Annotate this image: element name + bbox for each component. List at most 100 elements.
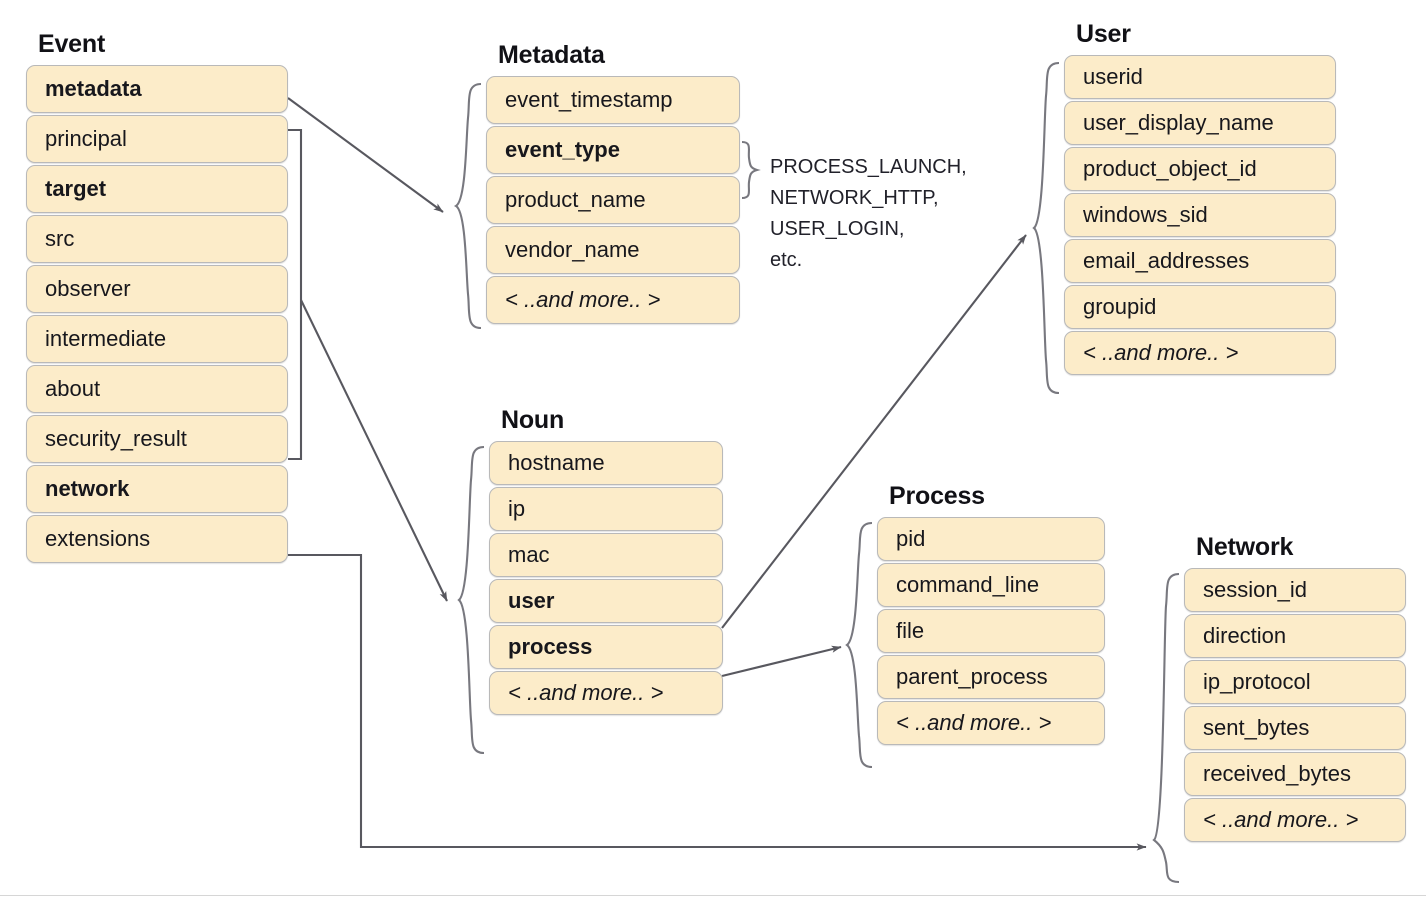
field-event-principal[interactable]: principal bbox=[26, 115, 288, 163]
connector-metadata-to-metadata bbox=[287, 97, 444, 213]
field-user-userid[interactable]: userid bbox=[1064, 55, 1336, 99]
metadata-group-brace bbox=[453, 82, 482, 330]
event-type-values-brace bbox=[741, 140, 761, 200]
field-list-event: metadata principal target src observer i… bbox=[26, 65, 288, 563]
field-label: < ..and more.. > bbox=[505, 287, 661, 312]
group-title-event: Event bbox=[38, 30, 106, 58]
field-network-sent-bytes[interactable]: sent_bytes bbox=[1184, 706, 1406, 750]
field-label: mac bbox=[508, 542, 550, 567]
field-label: principal bbox=[45, 126, 127, 151]
process-group-brace bbox=[845, 521, 873, 769]
field-noun-user[interactable]: user bbox=[489, 579, 723, 623]
field-metadata-product-name[interactable]: product_name bbox=[486, 176, 740, 224]
field-label: vendor_name bbox=[505, 237, 640, 262]
field-list-process: pid command_line file parent_process < .… bbox=[877, 517, 1105, 745]
field-metadata-event-type[interactable]: event_type bbox=[486, 126, 740, 174]
field-noun-and-more[interactable]: < ..and more.. > bbox=[489, 671, 723, 715]
field-label: security_result bbox=[45, 426, 187, 451]
annotation-line: USER_LOGIN, bbox=[770, 218, 905, 240]
noun-group-brace bbox=[457, 445, 485, 755]
field-metadata-event-timestamp[interactable]: event_timestamp bbox=[486, 76, 740, 124]
field-label: extensions bbox=[45, 526, 151, 551]
field-process-and-more[interactable]: < ..and more.. > bbox=[877, 701, 1105, 745]
field-event-about[interactable]: about bbox=[26, 365, 288, 413]
field-noun-process[interactable]: process bbox=[489, 625, 723, 669]
group-user: User userid user_display_name product_ob… bbox=[1064, 20, 1336, 375]
field-label: product_object_id bbox=[1083, 156, 1257, 181]
field-label: received_bytes bbox=[1203, 761, 1351, 786]
field-network-direction[interactable]: direction bbox=[1184, 614, 1406, 658]
field-label: < ..and more.. > bbox=[1203, 807, 1359, 832]
field-label: < ..and more.. > bbox=[1083, 340, 1239, 365]
field-label: command_line bbox=[896, 572, 1040, 597]
field-metadata-and-more[interactable]: < ..and more.. > bbox=[486, 276, 740, 324]
annotation-line: PROCESS_LAUNCH, bbox=[770, 156, 967, 178]
field-label: file bbox=[896, 618, 925, 643]
field-event-src[interactable]: src bbox=[26, 215, 288, 263]
field-noun-hostname[interactable]: hostname bbox=[489, 441, 723, 485]
field-user-user-display-name[interactable]: user_display_name bbox=[1064, 101, 1336, 145]
field-process-parent-process[interactable]: parent_process bbox=[877, 655, 1105, 699]
group-title-process: Process bbox=[889, 482, 985, 510]
field-label: windows_sid bbox=[1083, 202, 1208, 227]
field-event-network[interactable]: network bbox=[26, 465, 288, 513]
field-label: src bbox=[45, 226, 75, 251]
field-label: pid bbox=[896, 526, 926, 551]
field-metadata-vendor-name[interactable]: vendor_name bbox=[486, 226, 740, 274]
field-label: intermediate bbox=[45, 326, 167, 351]
field-event-target[interactable]: target bbox=[26, 165, 288, 213]
field-label: ip_protocol bbox=[1203, 669, 1311, 694]
field-label: target bbox=[45, 176, 107, 201]
field-label: sent_bytes bbox=[1203, 715, 1310, 740]
field-user-windows-sid[interactable]: windows_sid bbox=[1064, 193, 1336, 237]
field-noun-mac[interactable]: mac bbox=[489, 533, 723, 577]
field-label: ip bbox=[508, 496, 526, 521]
group-title-metadata: Metadata bbox=[498, 41, 605, 69]
field-event-intermediate[interactable]: intermediate bbox=[26, 315, 288, 363]
field-label: about bbox=[45, 376, 101, 401]
field-network-and-more[interactable]: < ..and more.. > bbox=[1184, 798, 1406, 842]
bottom-divider bbox=[0, 895, 1426, 896]
field-label: metadata bbox=[45, 76, 142, 101]
field-label: product_name bbox=[505, 187, 646, 212]
field-network-session-id[interactable]: session_id bbox=[1184, 568, 1406, 612]
field-label: groupid bbox=[1083, 294, 1157, 319]
field-label: event_timestamp bbox=[505, 87, 673, 112]
group-title-network: Network bbox=[1196, 533, 1294, 561]
group-event: Event metadata principal target src obse… bbox=[26, 30, 288, 563]
field-label: session_id bbox=[1203, 577, 1307, 602]
field-process-command-line[interactable]: command_line bbox=[877, 563, 1105, 607]
field-label: network bbox=[45, 476, 130, 501]
field-network-ip-protocol[interactable]: ip_protocol bbox=[1184, 660, 1406, 704]
field-list-user: userid user_display_name product_object_… bbox=[1064, 55, 1336, 375]
field-user-product-object-id[interactable]: product_object_id bbox=[1064, 147, 1336, 191]
field-list-noun: hostname ip mac user process < ..and mor… bbox=[489, 441, 723, 715]
field-label: userid bbox=[1083, 64, 1143, 89]
group-metadata: Metadata event_timestamp event_type prod… bbox=[486, 41, 740, 324]
field-noun-ip[interactable]: ip bbox=[489, 487, 723, 531]
field-user-email-addresses[interactable]: email_addresses bbox=[1064, 239, 1336, 283]
field-list-network: session_id direction ip_protocol sent_by… bbox=[1184, 568, 1406, 842]
field-label: process bbox=[508, 634, 593, 659]
group-title-user: User bbox=[1076, 20, 1131, 48]
field-label: email_addresses bbox=[1083, 248, 1250, 273]
field-user-groupid[interactable]: groupid bbox=[1064, 285, 1336, 329]
field-label: direction bbox=[1203, 623, 1287, 648]
field-process-file[interactable]: file bbox=[877, 609, 1105, 653]
field-event-observer[interactable]: observer bbox=[26, 265, 288, 313]
user-group-brace bbox=[1032, 61, 1060, 395]
annotation-line: NETWORK_HTTP, bbox=[770, 187, 939, 209]
field-event-security-result[interactable]: security_result bbox=[26, 415, 288, 463]
field-user-and-more[interactable]: < ..and more.. > bbox=[1064, 331, 1336, 375]
connector-event-nouns-to-noun bbox=[300, 299, 448, 602]
group-process: Process pid command_line file parent_pro… bbox=[877, 482, 1105, 745]
field-event-extensions[interactable]: extensions bbox=[26, 515, 288, 563]
field-label: user bbox=[508, 588, 555, 613]
connector-noun-process-to-process bbox=[721, 645, 842, 678]
field-network-received-bytes[interactable]: received_bytes bbox=[1184, 752, 1406, 796]
field-list-metadata: event_timestamp event_type product_name … bbox=[486, 76, 740, 324]
field-event-metadata[interactable]: metadata bbox=[26, 65, 288, 113]
field-process-pid[interactable]: pid bbox=[877, 517, 1105, 561]
annotation-event-type-values: PROCESS_LAUNCH, NETWORK_HTTP, USER_LOGIN… bbox=[770, 152, 967, 276]
